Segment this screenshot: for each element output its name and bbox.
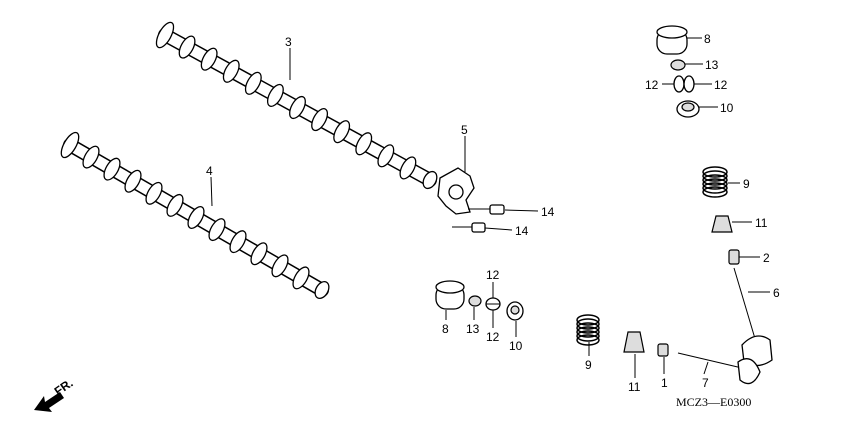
cam-lobe [292,266,310,290]
cam-lobe [377,144,395,168]
callout-12-top-left: 12 [645,78,659,92]
callout-9-bottom: 9 [585,358,592,372]
callout-12-top-right: 12 [714,78,728,92]
cam-lobe [229,230,247,254]
retainer-mid[interactable] [506,301,524,321]
cam-journal [289,95,306,120]
spring-coil [702,186,728,198]
camshaft-lower[interactable] [58,130,332,301]
shim-top[interactable] [670,59,686,71]
spring-coil [576,334,600,346]
spring-coil [702,174,728,186]
spring-coil [576,330,600,342]
seal-right[interactable] [711,215,733,233]
callout-8-top: 8 [704,32,711,46]
cam-journal [250,242,268,266]
tappet-top[interactable] [656,25,688,55]
cam-sprocket-end [422,170,438,190]
callout-7: 7 [702,376,709,390]
shim-mid[interactable] [468,295,482,307]
cam-plate[interactable] [437,167,475,215]
spring-coil [576,318,600,330]
bolt-b[interactable] [452,222,486,233]
cam-journal [222,59,240,83]
bolt-a[interactable] [468,204,505,215]
callout-10-top: 10 [720,101,734,115]
valve-right[interactable] [733,267,773,367]
guide-bottom[interactable] [657,343,669,357]
cam-lobe [166,193,184,217]
spring-coil [702,178,728,190]
cam-sprocket-end [314,280,330,300]
callout-3: 3 [285,35,292,49]
spring-bottom[interactable] [576,314,600,346]
callout-12-mid-top: 12 [486,268,500,282]
front-direction-arrow: FR. [34,376,76,412]
callout-8-mid: 8 [442,322,449,336]
retainer-top[interactable] [676,100,700,118]
cam-lobe [271,254,289,278]
spring-coil [702,166,728,178]
cam-journal [187,206,205,229]
cam-lobe [145,181,163,205]
cam-lobe [266,83,284,107]
spring-right[interactable] [702,166,728,198]
cotters-top[interactable] [673,75,695,93]
cam-lobe [244,71,262,95]
cam-lobe [311,108,329,132]
front-label: FR. [52,376,76,399]
callout-13-top: 13 [705,58,719,72]
spring-coil [702,182,728,194]
spring-coil [576,314,600,326]
valve-bottom[interactable] [677,352,761,385]
cam-lobe [399,156,417,180]
spring-coil [576,322,600,334]
spring-coil [702,170,728,182]
cam-lobe [178,35,196,59]
callout-14a: 14 [541,205,555,219]
cam-journal [355,132,373,156]
camshaft-upper[interactable] [153,20,440,191]
cam-end-flange [60,131,80,159]
seal-bottom[interactable] [623,331,645,353]
cam-lobe [82,145,100,169]
cam-lobe [208,218,226,242]
cam-end-flange [155,21,175,49]
guide-right[interactable] [728,249,740,265]
callout-2: 2 [763,251,770,265]
diagram-code: MCZ3—E0300 [676,395,751,409]
cotters-mid[interactable] [485,297,501,311]
callout-5: 5 [461,123,468,137]
callout-6: 6 [773,286,780,300]
callout-14b: 14 [515,224,529,238]
callout-12-mid-bottom: 12 [486,330,500,344]
callout-1: 1 [661,376,668,390]
callout-13-mid: 13 [466,322,480,336]
cam-lobe [103,157,121,181]
spring-coil [576,326,600,338]
callout-4: 4 [206,164,213,178]
callout-11-right: 11 [755,216,768,230]
cam-journal [124,169,142,193]
cam-lobe [200,47,218,71]
cam-lobe [333,120,351,144]
leader-lines [210,37,770,378]
callout-9-right: 9 [743,177,750,191]
callout-10-mid: 10 [509,339,523,353]
callout-11-bottom: 11 [628,380,641,394]
tappet-mid[interactable] [435,280,465,310]
